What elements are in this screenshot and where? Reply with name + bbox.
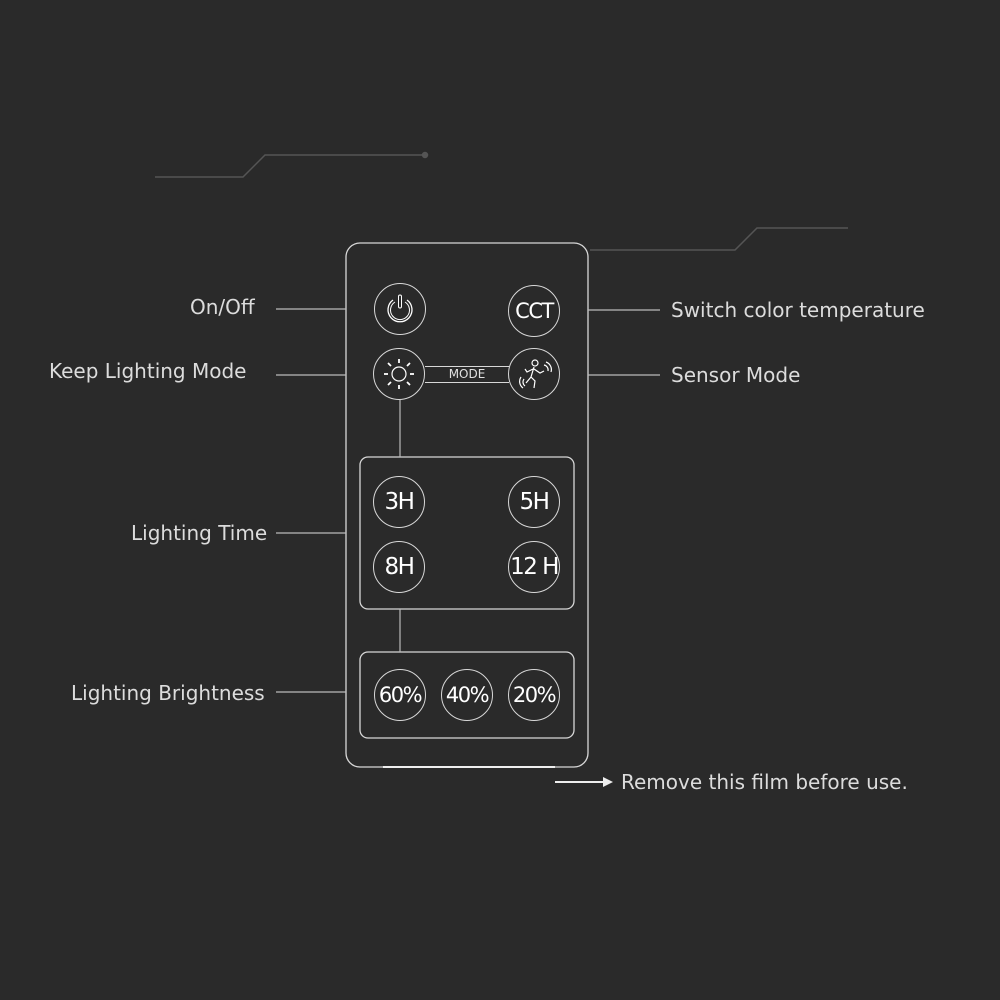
label-lighting-time: Lighting Time [131,521,268,545]
power-icon [387,294,413,323]
keep-lighting-button[interactable] [373,348,425,400]
power-button[interactable] [374,283,426,335]
time-5h-button[interactable]: 5H [508,476,560,528]
brightness-60-button[interactable]: 60% [374,669,426,721]
label-on-off: On/Off [190,295,255,319]
label-keep-lighting-mode: Keep Lighting Mode [49,359,247,383]
sun-icon [384,359,414,389]
time-12h-button[interactable]: 12 H [508,541,560,593]
time-group-box [359,456,575,610]
label-lighting-brightness: Lighting Brightness [71,681,265,705]
label-switch-color-temperature: Switch color temperature [671,298,925,322]
brightness-40-button[interactable]: 40% [441,669,493,721]
motion-sensor-icon [519,359,552,389]
cct-button[interactable]: CCT [508,285,560,337]
time-8h-button[interactable]: 8H [373,541,425,593]
sensor-mode-button[interactable] [508,348,560,400]
label-film-note: Remove this film before use. [621,770,908,794]
decorative-lines [155,151,848,251]
brightness-20-button[interactable]: 20% [508,669,560,721]
arrow-right-icon [555,777,613,787]
label-sensor-mode: Sensor Mode [671,363,801,387]
brightness-group-box [359,651,575,739]
leader-lines [276,308,660,693]
mode-label: MODE [425,366,509,383]
time-3h-button[interactable]: 3H [373,476,425,528]
